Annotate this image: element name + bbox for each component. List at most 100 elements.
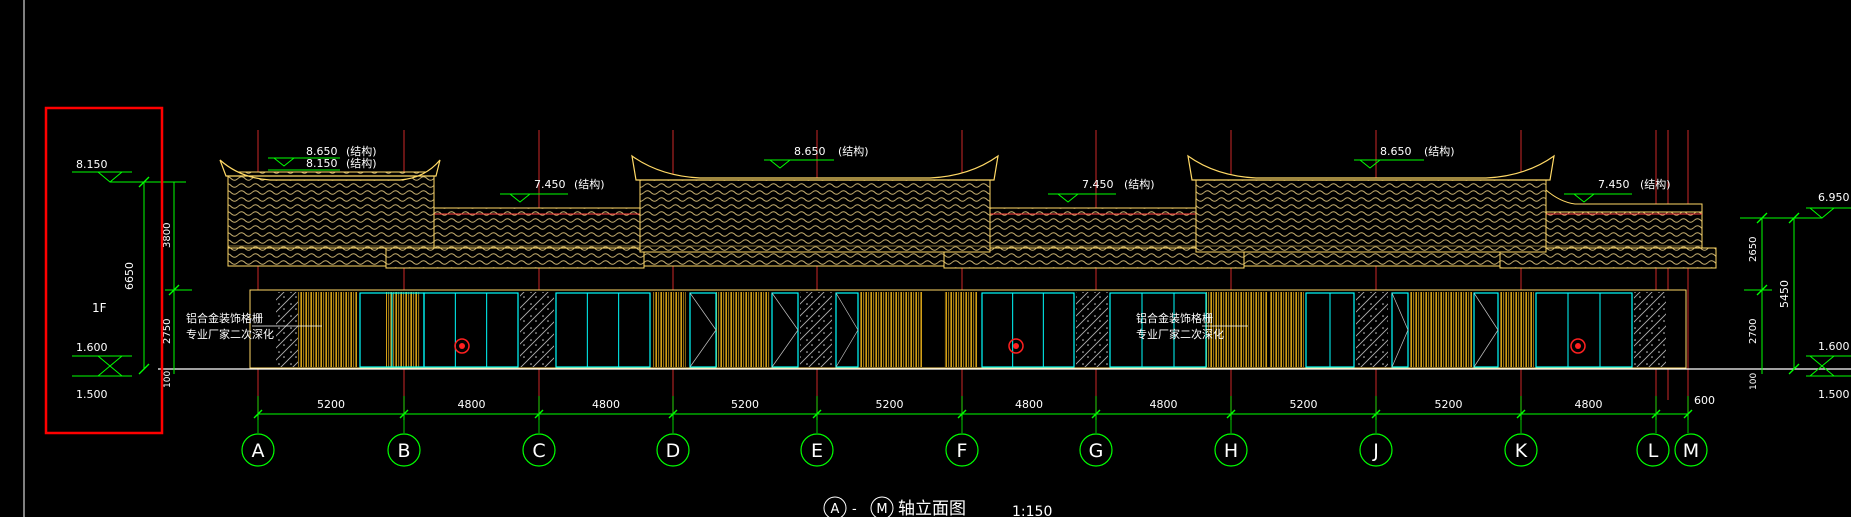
grille-panel	[1410, 292, 1472, 367]
axis-label: J	[1372, 440, 1379, 462]
ridge-4	[1545, 188, 1703, 213]
door-swing-line	[1473, 329, 1499, 368]
logo-emblem	[454, 338, 470, 354]
axis-label: F	[957, 440, 968, 462]
pavilion-1	[227, 171, 435, 249]
axis-label: K	[1515, 440, 1528, 462]
span-label: 5200	[876, 398, 904, 411]
grille-panel	[1500, 292, 1534, 367]
axis-label: A	[252, 440, 265, 462]
glass-window	[555, 292, 651, 368]
logo-emblem	[1570, 338, 1586, 354]
grille-panel	[1206, 292, 1268, 367]
title-axis-start: A	[831, 502, 840, 517]
span-label: 4800	[592, 398, 620, 411]
door-swing-line	[1391, 329, 1409, 368]
axis-bubble-m	[1674, 433, 1708, 467]
door-swing-line	[771, 292, 799, 331]
elev-struct-3: (结构)	[1424, 144, 1455, 158]
ridge-1	[219, 159, 441, 181]
note-left: 铝合金装饰格栅 专业厂家二次深化	[186, 311, 322, 341]
span-label: 600	[1694, 394, 1715, 407]
eave-box-3	[1499, 247, 1717, 269]
elev-low-struct-1: (结构)	[574, 177, 605, 191]
span-label: 4800	[1015, 398, 1043, 411]
left-dim-total: 6650	[123, 262, 136, 290]
span-label: 5200	[1290, 398, 1318, 411]
axis-label: L	[1648, 440, 1659, 462]
stone-column	[1356, 292, 1388, 367]
axis-label: G	[1089, 440, 1104, 462]
door-swing-line	[1473, 292, 1499, 331]
elev-low-struct-2: (结构)	[1124, 177, 1155, 191]
span-label: 5200	[1435, 398, 1463, 411]
elev-low-1: 7.450	[534, 178, 566, 191]
elev-roof-1b: 8.150	[306, 157, 338, 170]
elev-struct-2: (结构)	[838, 144, 869, 158]
right-dim-base: 100	[1749, 373, 1759, 390]
right-elev-bottom: 1.500	[1818, 388, 1850, 401]
stone-column	[1076, 292, 1108, 367]
note-line-1: 铝合金装饰格栅	[186, 311, 263, 325]
axis-bubble-a	[241, 433, 275, 467]
roof-elevation-markers: 8.650 (结构) 8.150 (结构) 8.650 (结构) 8.650 (…	[268, 144, 1671, 203]
title-circle-start	[823, 496, 847, 517]
title-circle-end	[870, 496, 894, 517]
door-swing-line	[835, 292, 859, 331]
right-elev-mid: 1.600	[1818, 340, 1850, 353]
pavilion-3	[1195, 177, 1547, 253]
span-label: 4800	[458, 398, 486, 411]
title-axis-end: M	[876, 502, 887, 517]
left-dim-base: 100	[163, 371, 173, 388]
logo-emblem	[1008, 338, 1024, 354]
span-label: 5200	[317, 398, 345, 411]
door-swing-line	[771, 329, 799, 368]
grille-panel	[298, 292, 358, 367]
pavilion-2	[639, 177, 991, 253]
eave-box-1	[385, 247, 645, 269]
axis-label: H	[1224, 440, 1238, 462]
span-label: 5200	[731, 398, 759, 411]
glass-window	[981, 292, 1075, 368]
facade	[158, 289, 1851, 370]
right-dim-upper: 2650	[1748, 237, 1759, 262]
axis-bubble-f	[945, 433, 979, 467]
stone-column	[800, 292, 832, 367]
door-swing-line	[689, 292, 717, 331]
stone-column	[276, 292, 298, 367]
door-swing-line	[689, 329, 717, 368]
right-elev-top: 6.950	[1818, 191, 1850, 204]
note-line-2: 专业厂家二次深化	[1136, 327, 1224, 341]
drawing-title: A - M 轴立面图 1:150	[823, 496, 1052, 517]
eave-box-2	[943, 247, 1245, 269]
left-dimension-block: 8.150 6650 3800 2750 100 1F 1.600 1.500	[72, 158, 192, 401]
grille-panel	[944, 292, 978, 367]
left-dim-upper: 3800	[162, 223, 173, 248]
elev-low-2: 7.450	[1082, 178, 1114, 191]
axis-bubble-c	[522, 433, 556, 467]
elev-struct-1: (结构)	[346, 144, 377, 158]
axis-label: M	[1683, 440, 1699, 462]
axis-bubble-g	[1079, 433, 1113, 467]
selection-highlight-box	[44, 106, 164, 435]
span-label: 4800	[1575, 398, 1603, 411]
grille-panel	[1270, 292, 1304, 367]
left-elev-top: 8.150	[76, 158, 108, 171]
axis-label: D	[666, 440, 681, 462]
left-elev-bottom: 1.500	[76, 388, 108, 401]
elev-roof-3: 8.650	[1380, 145, 1412, 158]
stone-column	[1634, 292, 1666, 367]
grille-panel	[386, 292, 420, 367]
axis-bubble-h	[1214, 433, 1248, 467]
elev-struct-1b: (结构)	[346, 156, 377, 170]
grille-panel	[652, 292, 686, 367]
elev-low-struct-3: (结构)	[1640, 177, 1671, 191]
door-swing-line	[835, 329, 859, 368]
stone-column	[520, 292, 554, 367]
ridge-3	[1187, 154, 1555, 181]
door-swing-line	[1391, 292, 1409, 331]
title-text: 轴立面图	[898, 499, 966, 517]
axis-label: E	[811, 440, 823, 462]
